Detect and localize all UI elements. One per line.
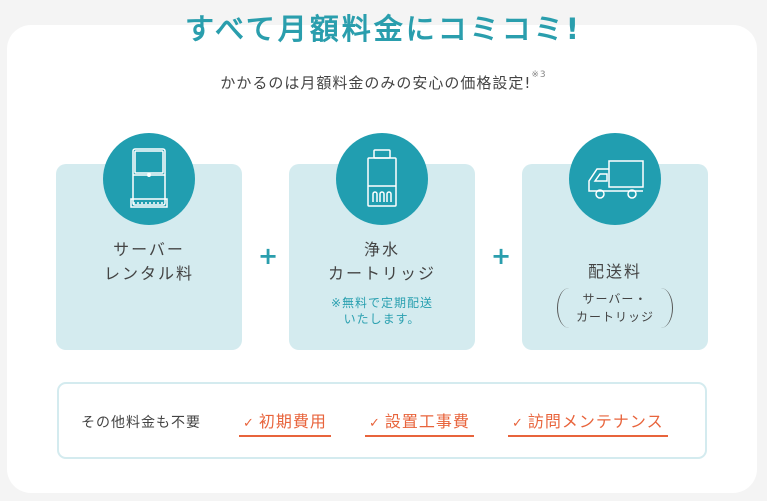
subtitle-text: かかるのは月額料金のみの安心の価格設定! bbox=[220, 74, 532, 92]
check-icon: ✓ bbox=[369, 416, 381, 431]
note-line: カートリッジ bbox=[575, 310, 654, 324]
water-server-icon bbox=[103, 133, 195, 225]
no-extra-fees-label: その他料金も不要 bbox=[81, 415, 201, 431]
footnote-mark: ※3 bbox=[531, 70, 547, 80]
fee-item-maintenance: ✓訪問メンテナンス bbox=[508, 408, 668, 437]
check-icon: ✓ bbox=[512, 416, 524, 431]
check-icon: ✓ bbox=[243, 416, 255, 431]
label-line: 浄水 bbox=[363, 240, 400, 259]
plus-sign: + bbox=[491, 242, 512, 270]
delivery-scope-note: サーバー・カートリッジ bbox=[557, 288, 673, 328]
card-label: 浄水カートリッジ bbox=[289, 238, 475, 286]
note-line: サーバー・ bbox=[582, 292, 648, 306]
delivery-truck-icon bbox=[569, 133, 661, 225]
fee-item-text: 設置工事費 bbox=[384, 412, 470, 431]
no-extra-fees-box: その他料金も不要 ✓初期費用 ✓設置工事費 ✓訪問メンテナンス bbox=[57, 382, 707, 459]
note-line: いたします。 bbox=[343, 312, 421, 326]
label-line: レンタル料 bbox=[103, 264, 194, 283]
fee-item-text: 初期費用 bbox=[258, 412, 327, 431]
free-delivery-note: ※無料で定期配送いたします。 bbox=[289, 295, 475, 327]
subtitle: かかるのは月額料金のみの安心の価格設定!※3 bbox=[0, 70, 767, 93]
plus-sign: + bbox=[258, 242, 279, 270]
note-line: ※無料で定期配送 bbox=[330, 296, 434, 310]
card-delivery-fee: 配送料 サーバー・カートリッジ bbox=[522, 133, 708, 350]
card-label: サーバーレンタル料 bbox=[56, 238, 242, 286]
label-line: カートリッジ bbox=[327, 264, 436, 283]
fee-item-text: 訪問メンテナンス bbox=[527, 412, 664, 431]
card-filter-cartridge: 浄水カートリッジ ※無料で定期配送いたします。 bbox=[289, 133, 475, 350]
label-line: サーバー bbox=[113, 240, 185, 259]
page-title: すべて月額料金にコミコミ! bbox=[184, 12, 583, 46]
card-label: 配送料 bbox=[587, 262, 642, 281]
fee-item-installation: ✓設置工事費 bbox=[365, 408, 474, 437]
filter-cartridge-icon bbox=[336, 133, 428, 225]
fee-item-initial: ✓初期費用 bbox=[239, 408, 331, 437]
card-server-rental: サーバーレンタル料 bbox=[56, 133, 242, 350]
